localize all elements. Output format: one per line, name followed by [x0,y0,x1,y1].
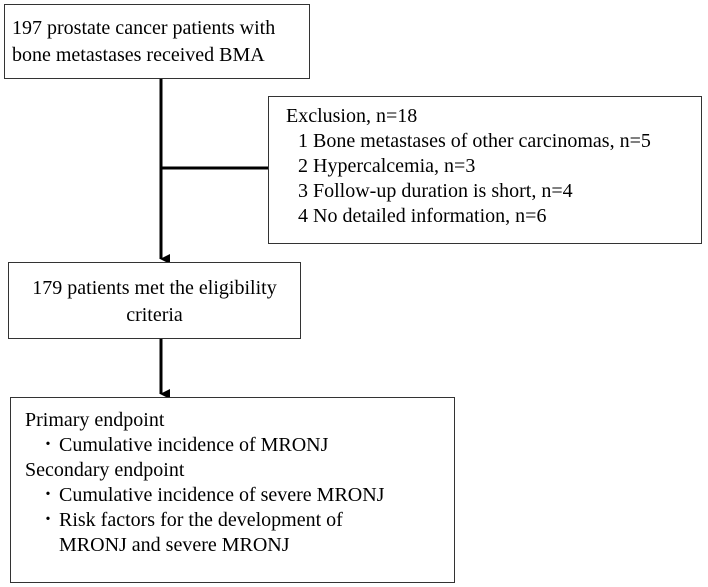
exclusion-item: 2 Hypercalcemia, n=3 [298,155,476,177]
source-population-box: 197 prostate cancer patients with bone m… [4,4,310,79]
endpoints-box: Primary endpoint ･ Cumulative incidence o… [10,397,455,583]
exclusion-item: 3 Follow-up duration is short, n=4 [298,180,573,202]
source-line-1: 197 prostate cancer patients with [12,17,276,39]
source-line-2: bone metastases received BMA [12,44,265,66]
secondary-endpoint-item-text: Risk factors for the development of [59,509,343,531]
secondary-endpoint-item: ･ Risk factors for the development of [25,508,454,533]
eligible-line-1: 179 patients met the eligibility [32,277,277,299]
bullet-icon: ･ [43,484,53,506]
exclusion-item: 4 No detailed information, n=6 [298,205,547,227]
secondary-endpoint-continuation-text: MRONJ and severe MRONJ [59,534,290,556]
primary-endpoint-item-text: Cumulative incidence of MRONJ [59,434,329,456]
exclusion-box: Exclusion, n=18 1 Bone metastases of oth… [268,96,702,244]
eligible-line-2: criteria [126,304,183,326]
secondary-endpoint-heading: Secondary endpoint [25,459,185,481]
secondary-endpoint-item-text: Cumulative incidence of severe MRONJ [59,484,385,506]
exclusion-item: 1 Bone metastases of other carcinomas, n… [298,130,651,152]
exclusion-title: Exclusion, n=18 [286,105,418,127]
secondary-endpoint-item-continuation: MRONJ and severe MRONJ [25,533,454,558]
secondary-endpoint-item: ･ Cumulative incidence of severe MRONJ [25,483,454,508]
eligible-patients-box: 179 patients met the eligibility criteri… [8,262,301,339]
bullet-icon: ･ [43,509,53,531]
primary-endpoint-item: ･ Cumulative incidence of MRONJ [25,433,454,458]
bullet-icon: ･ [43,434,53,456]
primary-endpoint-heading: Primary endpoint [25,409,165,431]
